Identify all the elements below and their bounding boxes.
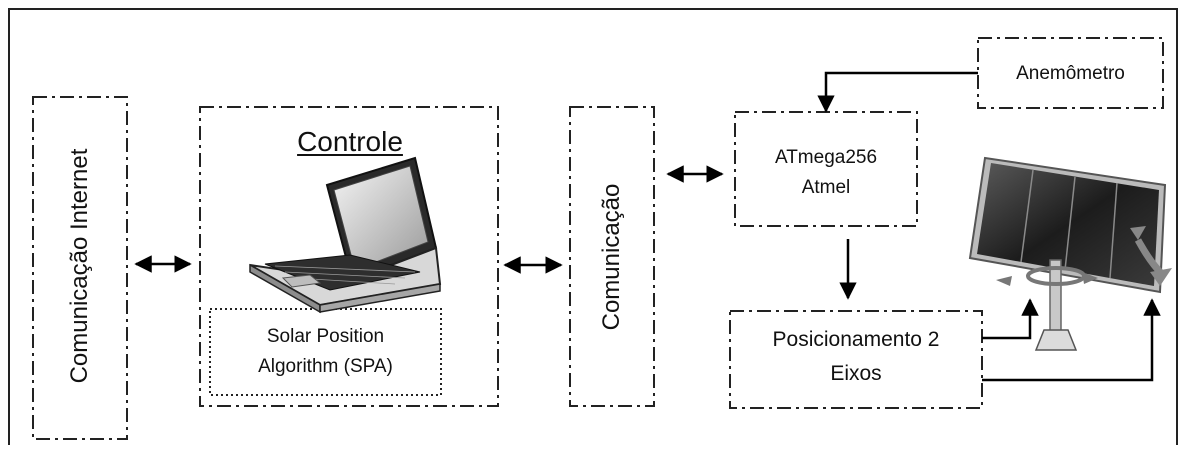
- positioning-label-line1: Posicionamento 2: [772, 328, 940, 351]
- anemometer-mcu-arrow: [817, 71, 978, 113]
- mcu-block: [734, 111, 918, 227]
- positioning-label-line2: Eixos: [830, 362, 882, 385]
- diagram-frame: [8, 8, 1178, 445]
- internet-block: [32, 96, 128, 440]
- positioning-axis2-arrow: [982, 298, 1161, 382]
- control-title: Controle: [297, 126, 403, 157]
- control-block: [199, 106, 499, 407]
- positioning-block: [729, 310, 983, 409]
- internet-block-label: Comunicação Internet: [66, 148, 93, 384]
- communication-block-label: Comunicação: [598, 183, 625, 331]
- spa-label: Solar Position Algorithm (SPA): [258, 326, 393, 377]
- mcu-label-line2: Atmel: [801, 177, 851, 198]
- mcu-label-line1: ATmega256: [774, 147, 878, 168]
- solar-panel-icon: [968, 156, 1172, 351]
- anemometer-label: Anemômetro: [1016, 63, 1125, 84]
- communication-block: [569, 106, 655, 407]
- laptop-icon: [249, 156, 442, 314]
- anemometer-block: [977, 37, 1164, 109]
- positioning-axis1-arrow: [982, 298, 1039, 340]
